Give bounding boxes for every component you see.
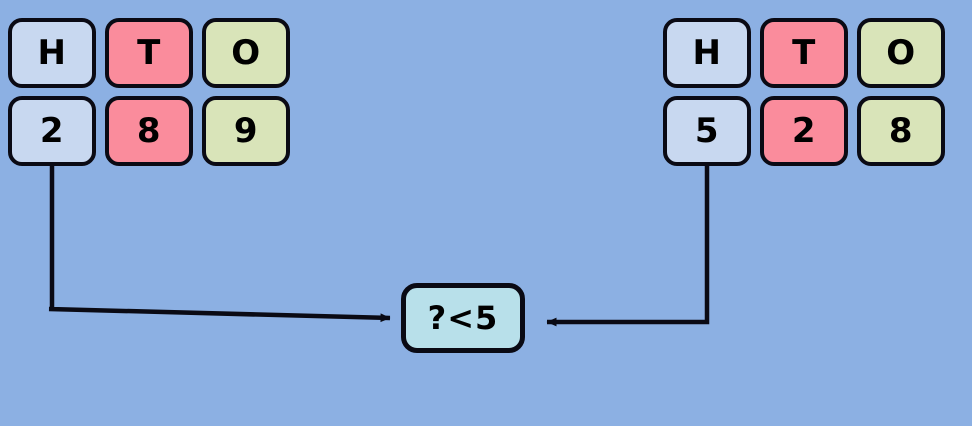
- left-digit-hundreds[interactable]: 2: [8, 96, 96, 166]
- right-digit-tens[interactable]: 2: [760, 96, 848, 166]
- connector-right-hundreds-to-decision: [546, 166, 710, 327]
- right-header-ones[interactable]: O: [857, 18, 945, 88]
- right-digit-hundreds[interactable]: 5: [663, 96, 751, 166]
- decision-node[interactable]: ?<5: [401, 283, 525, 353]
- left-digit-ones[interactable]: 9: [202, 96, 290, 166]
- left-header-hundreds[interactable]: H: [8, 18, 96, 88]
- right-header-hundreds[interactable]: H: [663, 18, 751, 88]
- left-header-tens[interactable]: T: [105, 18, 193, 88]
- connector-left-hundreds-to-decision: [48, 166, 391, 323]
- left-header-row: H T O: [8, 18, 290, 88]
- right-digit-row: 5 2 8: [663, 96, 945, 166]
- left-digit-tens[interactable]: 8: [105, 96, 193, 166]
- right-digit-ones[interactable]: 8: [857, 96, 945, 166]
- right-place-value-group: H T O 5 2 8: [663, 18, 945, 166]
- right-header-row: H T O: [663, 18, 945, 88]
- left-header-ones[interactable]: O: [202, 18, 290, 88]
- right-header-tens[interactable]: T: [760, 18, 848, 88]
- left-place-value-group: H T O 2 8 9: [8, 18, 290, 166]
- left-digit-row: 2 8 9: [8, 96, 290, 166]
